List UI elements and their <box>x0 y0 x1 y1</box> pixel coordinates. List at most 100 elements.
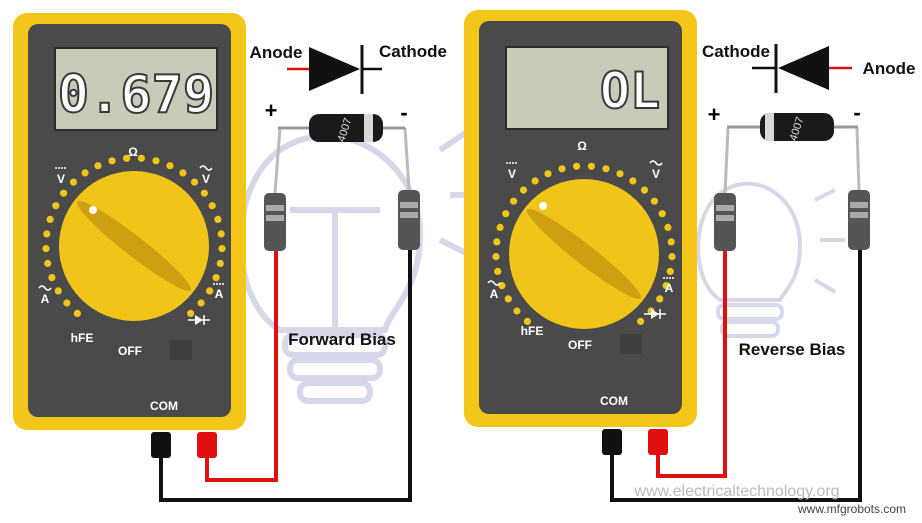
red-probe <box>714 127 736 251</box>
lightbulb-icon <box>696 181 845 338</box>
minus-sign: - <box>400 100 407 125</box>
dial-dot <box>60 189 68 197</box>
plus-sign: + <box>265 98 278 123</box>
com-label: COM <box>600 394 628 408</box>
ac-symbol <box>487 280 501 286</box>
dial-dot <box>573 162 581 170</box>
dial-dot <box>81 169 89 177</box>
dial-dot <box>667 238 675 246</box>
reverse-bias-caption: Reverse Bias <box>739 340 846 359</box>
dial-dot <box>179 169 187 177</box>
dial-dot <box>602 165 610 173</box>
diode-component: 4007 <box>727 113 858 142</box>
ohm-label: Ω <box>128 145 138 159</box>
site-watermark: www.electricaltechnology.org <box>633 483 839 500</box>
dial-dot <box>509 197 518 205</box>
hfe-label: hFE <box>521 324 544 338</box>
hfe-label: hFE <box>71 331 94 345</box>
dial-dot <box>637 317 645 325</box>
dial-dot <box>54 287 62 295</box>
lcd-screen <box>505 46 669 130</box>
dc-amp-label: A <box>665 281 674 295</box>
dial-dot <box>73 309 81 317</box>
dial-dot <box>63 299 71 307</box>
dial-dot <box>523 317 532 325</box>
com-jack[interactable] <box>151 432 171 458</box>
black-lead <box>610 250 862 502</box>
multimeter-reverse: OL Ω V V A A hFE OFF COM <box>464 10 697 455</box>
lcd-screen <box>54 47 218 131</box>
plus-sign: + <box>708 102 721 127</box>
diode-symbol-icon <box>752 44 852 93</box>
dial-dot <box>616 170 624 178</box>
com-jack[interactable] <box>602 429 622 455</box>
dial-dot <box>42 245 50 253</box>
diode-setting-icon <box>188 315 210 325</box>
dc-volt-label: V <box>508 167 516 181</box>
dc-volt-label: V <box>57 172 65 186</box>
dial-dot <box>218 245 226 253</box>
minus-sign: - <box>853 100 860 125</box>
test-leads-forward <box>159 250 412 502</box>
dial-dot <box>650 197 659 205</box>
v-ohm-jack[interactable] <box>197 432 217 458</box>
dial-dot <box>493 238 501 246</box>
dial-dot <box>214 215 222 223</box>
lcd-reading: OL <box>600 62 660 120</box>
dial-dot <box>629 177 637 185</box>
dial-dot <box>666 267 674 275</box>
knob-indicator <box>539 202 547 210</box>
dial-dot <box>190 178 199 186</box>
dial-dot <box>94 162 102 170</box>
dial-dot <box>502 210 510 218</box>
red-lead <box>656 250 727 478</box>
dial-dot <box>658 210 666 218</box>
dial-dot <box>558 165 566 173</box>
dial-dot <box>494 267 502 275</box>
dial-dot <box>137 154 145 162</box>
faint-slot <box>170 340 192 360</box>
dial-dot <box>187 309 195 317</box>
off-label: OFF <box>118 344 142 358</box>
dial-dot <box>48 274 56 282</box>
dial-dot <box>212 274 220 282</box>
ac-volt-label: V <box>652 167 660 181</box>
cathode-label: Cathode <box>379 42 447 61</box>
dial-dot <box>200 189 208 197</box>
v-ohm-jack[interactable] <box>648 429 668 455</box>
dial-dot <box>216 259 224 267</box>
dial-dot <box>662 282 670 290</box>
red-probe <box>264 127 286 251</box>
ac-volt-label: V <box>202 172 210 186</box>
dc-amp-label: A <box>215 287 224 301</box>
dial-dot <box>108 157 116 165</box>
knob-indicator <box>89 206 97 214</box>
black-probe <box>398 127 420 250</box>
lcd-reading: 0.679 <box>58 65 215 125</box>
dial-dot <box>166 162 174 170</box>
dial-dot <box>513 307 521 315</box>
ac-symbol <box>38 285 52 291</box>
dial-dot <box>217 230 225 238</box>
black-lead <box>159 250 412 502</box>
dial-dot <box>208 202 216 210</box>
off-label: OFF <box>568 338 592 352</box>
black-probe <box>848 127 870 250</box>
diode-setting-icon <box>644 309 666 319</box>
com-label: COM <box>150 399 178 413</box>
cathode-label: Cathode <box>702 42 770 61</box>
dial-dot <box>544 170 552 178</box>
dial-dot <box>197 299 205 307</box>
dial-dot <box>46 215 54 223</box>
dial-dot <box>44 259 52 267</box>
dial-dot <box>52 202 60 210</box>
dial-dot <box>531 177 539 185</box>
dial-dot <box>640 186 649 194</box>
ac-symbol <box>199 165 213 171</box>
diode-component: 4007 <box>278 114 405 143</box>
anode-label: Anode <box>863 59 916 78</box>
dial-dot <box>496 223 504 231</box>
dial-dot <box>69 178 78 186</box>
ac-symbol <box>649 160 663 166</box>
